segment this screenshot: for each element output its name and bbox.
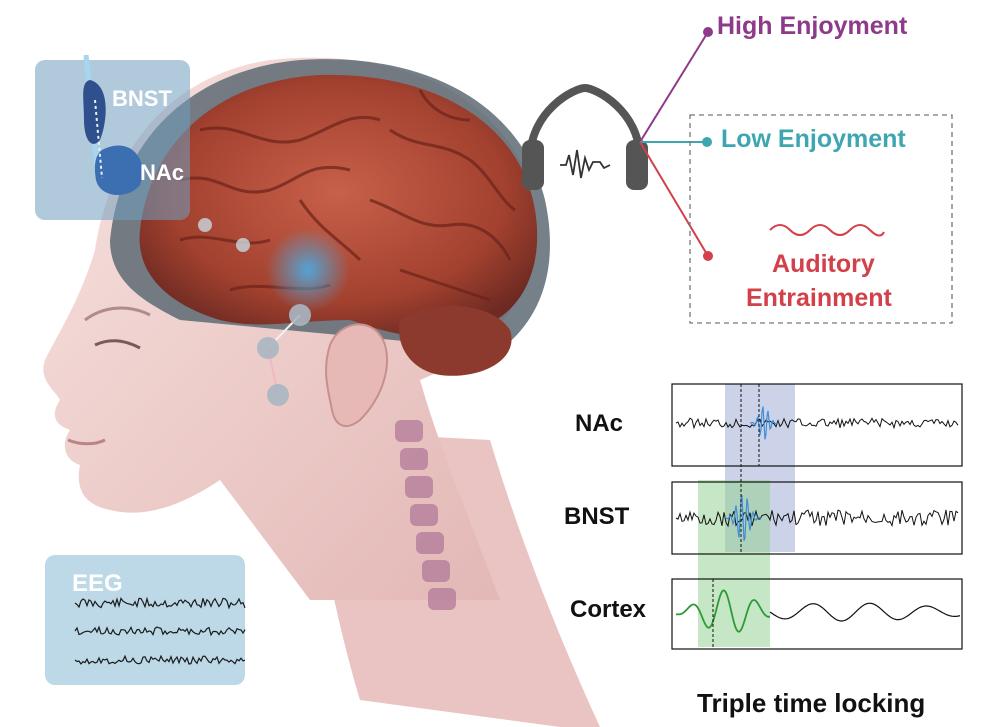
auditory-dot bbox=[703, 251, 713, 261]
auditory-label-line2: Entrainment bbox=[746, 284, 892, 312]
trace-label-bnst: BNST bbox=[564, 503, 630, 530]
low-enjoyment-label: Low Enjoyment bbox=[721, 125, 906, 153]
nac-burst bbox=[749, 406, 779, 440]
auditory-label-line1: Auditory bbox=[772, 250, 875, 278]
nac-inset-label: NAc bbox=[140, 160, 185, 185]
low-dot bbox=[702, 137, 712, 147]
nac-structure bbox=[94, 145, 143, 196]
bnst-structure bbox=[83, 80, 106, 144]
eeg-electrodes bbox=[257, 304, 311, 406]
eeg-label: EEG bbox=[72, 570, 123, 597]
entrainment-wave bbox=[769, 224, 885, 237]
eeg-trace bbox=[74, 596, 246, 610]
nac-panel bbox=[671, 383, 963, 467]
cortex-panel bbox=[671, 578, 963, 650]
bnst-panel bbox=[671, 481, 963, 555]
trace-label-nac: NAc bbox=[575, 410, 624, 437]
brain-gyri bbox=[179, 89, 516, 302]
bnst-inset-label: BNST bbox=[112, 86, 172, 111]
deep-brain-inset bbox=[35, 54, 190, 220]
high-dot bbox=[703, 27, 713, 37]
eye bbox=[94, 339, 141, 350]
eyebrow bbox=[84, 306, 151, 322]
spine-illustration bbox=[395, 420, 456, 610]
bnst-burst bbox=[724, 495, 762, 541]
high-enjoyment-label: High Enjoyment bbox=[717, 12, 908, 40]
eeg-inset bbox=[45, 555, 246, 685]
bnst-trace bbox=[675, 509, 959, 528]
condition-box bbox=[689, 114, 953, 324]
cortex-oscillation bbox=[675, 589, 771, 633]
electrode-dot bbox=[198, 218, 212, 232]
eeg-trace bbox=[74, 625, 246, 637]
deep-brain-highlight bbox=[266, 228, 350, 312]
eeg-trace bbox=[74, 654, 246, 665]
trace-panels bbox=[671, 383, 963, 650]
cerebellum bbox=[399, 306, 512, 376]
nac-trace bbox=[675, 417, 959, 430]
condition-branches bbox=[639, 31, 709, 257]
electrode-dot bbox=[236, 238, 250, 252]
ear bbox=[325, 323, 389, 428]
headphones-icon bbox=[522, 83, 648, 190]
trace-label-cortex: Cortex bbox=[570, 596, 647, 623]
lips bbox=[67, 438, 106, 446]
caption: Triple time locking bbox=[697, 688, 926, 718]
cortex-trace bbox=[769, 602, 961, 622]
brain bbox=[139, 74, 538, 337]
